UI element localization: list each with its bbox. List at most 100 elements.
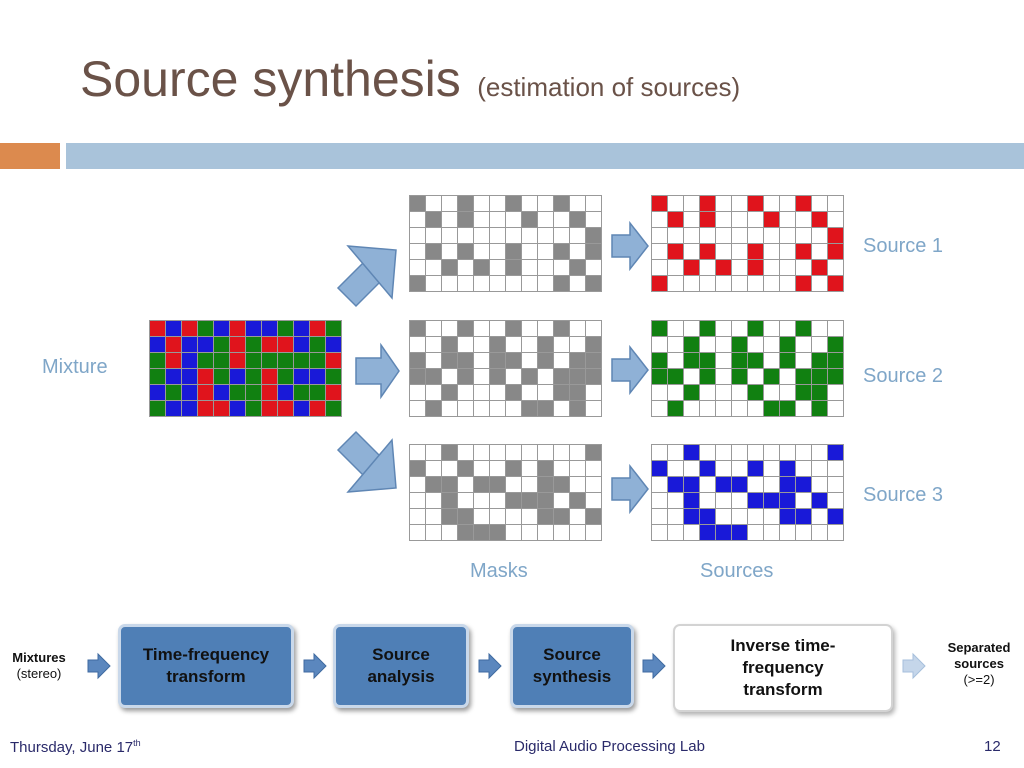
source-cell — [764, 337, 779, 352]
mixture-cell — [278, 337, 293, 352]
mixture-cell — [278, 353, 293, 368]
mixture-cell — [310, 401, 325, 416]
mixture-cell — [326, 369, 341, 384]
slide-title: Source synthesis (estimation of sources) — [80, 50, 740, 108]
source-cell — [796, 353, 811, 368]
footer-date-sup: th — [133, 738, 141, 748]
mixture-cell — [310, 337, 325, 352]
mask-cell — [410, 385, 425, 400]
mask-cell — [490, 337, 505, 352]
mixture-cell — [214, 385, 229, 400]
mask-cell — [554, 461, 569, 476]
mask-grid-1 — [409, 195, 602, 292]
mask-cell — [490, 321, 505, 336]
source-cell — [684, 212, 699, 227]
mask-cell — [506, 477, 521, 492]
mask-grid-2 — [409, 320, 602, 417]
mask-cell — [586, 445, 601, 460]
source-cell — [700, 369, 715, 384]
arrow-mask-to-source-1 — [611, 220, 649, 272]
mixture-cell — [326, 401, 341, 416]
mask-cell — [570, 337, 585, 352]
mask-cell — [426, 196, 441, 211]
mask-cell — [490, 385, 505, 400]
mask-cell — [474, 196, 489, 211]
mask-cell — [522, 477, 537, 492]
mask-cell — [474, 244, 489, 259]
mask-cell — [426, 461, 441, 476]
mask-cell — [490, 228, 505, 243]
source-cell — [812, 353, 827, 368]
source-cell — [684, 401, 699, 416]
source-cell — [652, 337, 667, 352]
mixture-cell — [166, 385, 181, 400]
mask-cell — [442, 493, 457, 508]
source-cell — [716, 401, 731, 416]
mask-cell — [474, 228, 489, 243]
mixture-cell — [262, 353, 277, 368]
source-cell — [780, 369, 795, 384]
mask-cell — [458, 509, 473, 524]
source-cell — [700, 509, 715, 524]
source-cell — [828, 353, 843, 368]
source-cell — [828, 244, 843, 259]
step-4-text: Inverse time-frequency transform — [730, 636, 836, 699]
mask-cell — [506, 493, 521, 508]
mask-cell — [410, 260, 425, 275]
source-cell — [764, 477, 779, 492]
mixture-cell — [278, 401, 293, 416]
source-cell — [748, 337, 763, 352]
source-cell — [796, 477, 811, 492]
source-cell — [716, 212, 731, 227]
source-cell — [716, 196, 731, 211]
source-cell — [668, 276, 683, 291]
accent-bar-orange — [0, 143, 60, 169]
mask-cell — [474, 509, 489, 524]
mask-cell — [490, 461, 505, 476]
source-cell — [668, 353, 683, 368]
mask-cell — [426, 212, 441, 227]
mask-cell — [474, 461, 489, 476]
mask-cell — [570, 385, 585, 400]
mask-cell — [410, 477, 425, 492]
source-cell — [652, 353, 667, 368]
mask-cell — [586, 401, 601, 416]
source-cell — [780, 244, 795, 259]
source-cell — [812, 385, 827, 400]
source-cell — [812, 212, 827, 227]
source-cell — [652, 244, 667, 259]
source-cell — [748, 509, 763, 524]
mask-cell — [426, 228, 441, 243]
source-cell — [828, 321, 843, 336]
mask-cell — [570, 493, 585, 508]
mixture-cell — [294, 321, 309, 336]
mixture-cell — [310, 385, 325, 400]
mixture-cell — [230, 401, 245, 416]
mixture-cell — [230, 369, 245, 384]
mask-cell — [522, 369, 537, 384]
mask-cell — [554, 493, 569, 508]
source-cell — [700, 337, 715, 352]
mixture-cell — [182, 337, 197, 352]
mask-cell — [410, 196, 425, 211]
mask-cell — [586, 244, 601, 259]
source-cell — [700, 212, 715, 227]
mixture-cell — [262, 385, 277, 400]
mixture-cell — [326, 385, 341, 400]
mask-cell — [554, 509, 569, 524]
mask-cell — [410, 525, 425, 540]
mask-cell — [522, 260, 537, 275]
source-cell — [812, 228, 827, 243]
source-label-1: Source 1 — [863, 235, 944, 257]
mask-cell — [554, 228, 569, 243]
mask-cell — [554, 353, 569, 368]
source-cell — [780, 385, 795, 400]
arrow-right-middle — [355, 342, 400, 400]
pipeline-output: Separated sources (>=2) — [938, 640, 1020, 688]
source-cell — [716, 321, 731, 336]
source-cell — [716, 525, 731, 540]
mixture-cell — [262, 337, 277, 352]
source-cell — [748, 260, 763, 275]
mask-cell — [410, 493, 425, 508]
